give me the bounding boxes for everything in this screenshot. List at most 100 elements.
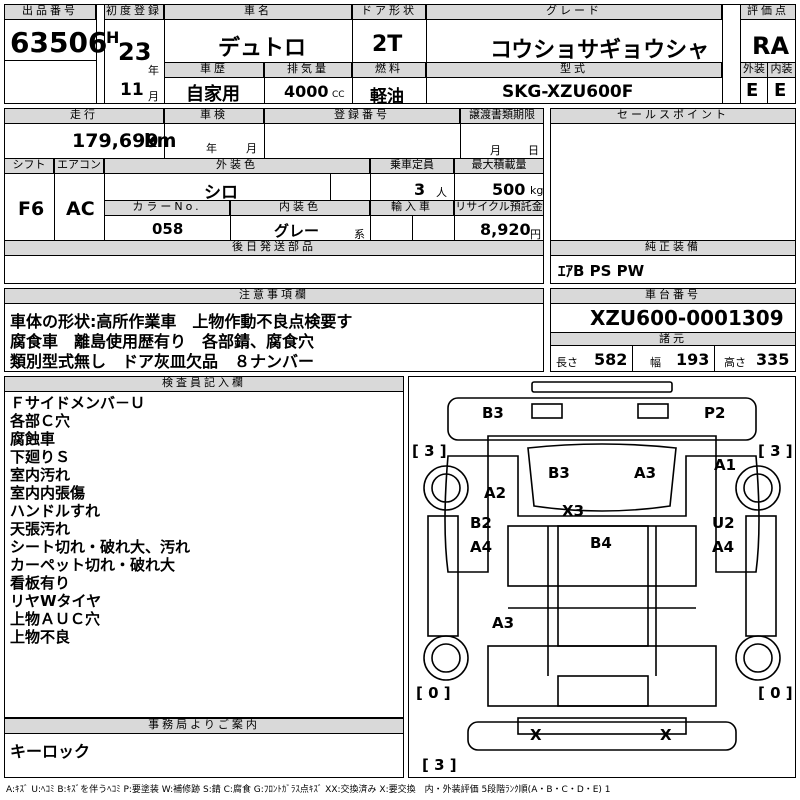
wheel-rear-right xyxy=(735,635,781,681)
inspector-line: ハンドルすれ xyxy=(10,502,101,520)
length-label: 長さ xyxy=(556,356,578,369)
cc-unit: CC xyxy=(332,90,345,100)
legend-footer: A:ｷｽﾞ U:ﾍｺﾐ B:ｷｽﾞを伴うﾍｺﾐ P:要塗装 W:補修跡 S:錆 … xyxy=(6,785,611,795)
height-label: 高さ xyxy=(724,356,746,369)
chassis-header: 車台番号 xyxy=(550,288,796,304)
divider xyxy=(264,62,265,104)
max-load-header: 最大積載量 xyxy=(454,158,544,174)
inspector-notes: Ｆサイドメンバ－Ｕ 各部Ｃ穴 腐蝕車 下廻りＳ 室内汚れ 室内内張傷 ハンドルす… xyxy=(10,394,190,646)
inspector-line: 上物ＡＵＣ穴 xyxy=(10,610,101,628)
divider xyxy=(96,4,97,104)
interior-grade: E xyxy=(774,80,787,101)
interior-color: グレー xyxy=(274,222,320,240)
inspector-line: リヤWタイヤ xyxy=(10,592,102,610)
door-left xyxy=(444,455,489,573)
damage-mark: P2 xyxy=(704,404,725,422)
divider xyxy=(164,108,165,158)
inspector-line: 下廻りＳ xyxy=(10,448,71,466)
door-header: ドア形状 xyxy=(352,4,426,20)
chassis-number: XZU600-0001309 xyxy=(590,306,784,330)
divider xyxy=(740,4,741,104)
damage-mark: A3 xyxy=(492,614,514,632)
damage-mark: A4 xyxy=(470,538,492,556)
transfer-deadline-header: 譲渡書類期限 xyxy=(460,108,544,124)
lot-number-header: 出品番号 xyxy=(4,4,96,20)
cab-top xyxy=(447,397,757,441)
door-right xyxy=(715,455,760,573)
first-registration-year: 23 xyxy=(118,38,152,66)
sales-point-box xyxy=(550,108,796,284)
damage-mark: [ 3 ] xyxy=(412,442,447,460)
grade-header: グレード xyxy=(426,4,722,20)
equipment-header: 純正装備 xyxy=(550,240,796,256)
vehicle-damage-diagram: B3 P2 [ 3 ] [ 3 ] A1 B3 A3 A2 X3 B2 U2 A… xyxy=(412,381,793,774)
year-unit: 年 xyxy=(148,64,159,77)
damage-mark: X xyxy=(530,726,542,744)
caution-line: 類別型式無し ドア灰皿欠品 ８ナンバー xyxy=(10,352,315,371)
aircon-header: エアコン xyxy=(54,158,104,174)
divider xyxy=(330,174,331,200)
windshield-top xyxy=(531,403,563,419)
divider xyxy=(632,346,633,372)
rear-box xyxy=(557,675,649,707)
mileage: 179,699 xyxy=(72,130,159,152)
wheel-rear-left xyxy=(423,635,469,681)
score: RA xyxy=(752,32,790,60)
office-header: 事務局よりご案内 xyxy=(4,718,404,734)
exterior-color-header: 外装色 xyxy=(104,158,370,174)
damage-mark: A4 xyxy=(712,538,734,556)
damage-mark: [ 0 ] xyxy=(758,684,793,702)
inspector-line: Ｆサイドメンバ－Ｕ xyxy=(10,394,146,412)
damage-mark: B3 xyxy=(482,404,504,422)
damage-diagram-box xyxy=(408,376,796,778)
inspection-header: 車検 xyxy=(164,108,264,124)
displacement: 4000 xyxy=(284,82,329,101)
inspector-header: 検査員記入欄 xyxy=(4,376,404,392)
divider xyxy=(352,62,353,104)
wheel-front-right xyxy=(735,465,781,511)
divider xyxy=(722,4,723,104)
interior-header: 内装 xyxy=(767,62,796,78)
rear-panel xyxy=(517,717,687,735)
car-name: デュトロ xyxy=(218,36,307,61)
divider xyxy=(460,108,461,158)
transfer-month-unit: 月 xyxy=(490,144,501,157)
divider xyxy=(352,4,353,62)
fuel: 軽油 xyxy=(370,87,404,107)
divider xyxy=(426,4,427,104)
divider xyxy=(412,216,413,240)
inspector-line: 看板有り xyxy=(10,574,71,592)
damage-mark: U2 xyxy=(712,514,735,532)
inspector-line: 腐蝕車 xyxy=(10,430,56,448)
caution-line: 車体の形状:高所作業車 上物作動不良点検要す xyxy=(10,312,353,331)
history: 自家用 xyxy=(186,84,240,105)
divider xyxy=(104,158,105,240)
inspection-month-unit: 月 xyxy=(246,142,257,155)
cab-windshield xyxy=(527,443,677,512)
damage-mark: X xyxy=(660,726,672,744)
damage-mark: A1 xyxy=(714,456,736,474)
first-registration-month: 11 xyxy=(120,80,144,100)
windshield-top-right xyxy=(637,403,669,419)
divider xyxy=(264,108,265,158)
inspector-line: シート切れ・破れ大、汚れ xyxy=(10,538,191,556)
inspector-line: カーペット切れ・破れ大 xyxy=(10,556,176,574)
caution-header: 注意事項欄 xyxy=(4,288,544,304)
fuel-header: 燃料 xyxy=(352,62,426,78)
capacity: 3 xyxy=(414,180,426,199)
color-number-header: カラーNo. xyxy=(104,200,230,216)
first-registration-header: 初度登録 xyxy=(104,4,164,20)
divider xyxy=(230,200,231,240)
inspection-year-unit: 年 xyxy=(206,142,217,155)
max-load: 500 xyxy=(492,180,526,199)
color-number: 058 xyxy=(152,220,184,238)
displacement-header: 排気量 xyxy=(264,62,352,78)
damage-mark: [ 0 ] xyxy=(416,684,451,702)
history-header: 車歴 xyxy=(164,62,264,78)
shift: F6 xyxy=(18,198,45,220)
interior-color-suffix: 系 xyxy=(354,228,365,241)
divider xyxy=(4,60,96,61)
caution-line: 腐食車 離島使用歴有り 各部錆、腐食穴 xyxy=(10,332,315,351)
divider xyxy=(454,158,455,240)
divider xyxy=(104,4,105,104)
